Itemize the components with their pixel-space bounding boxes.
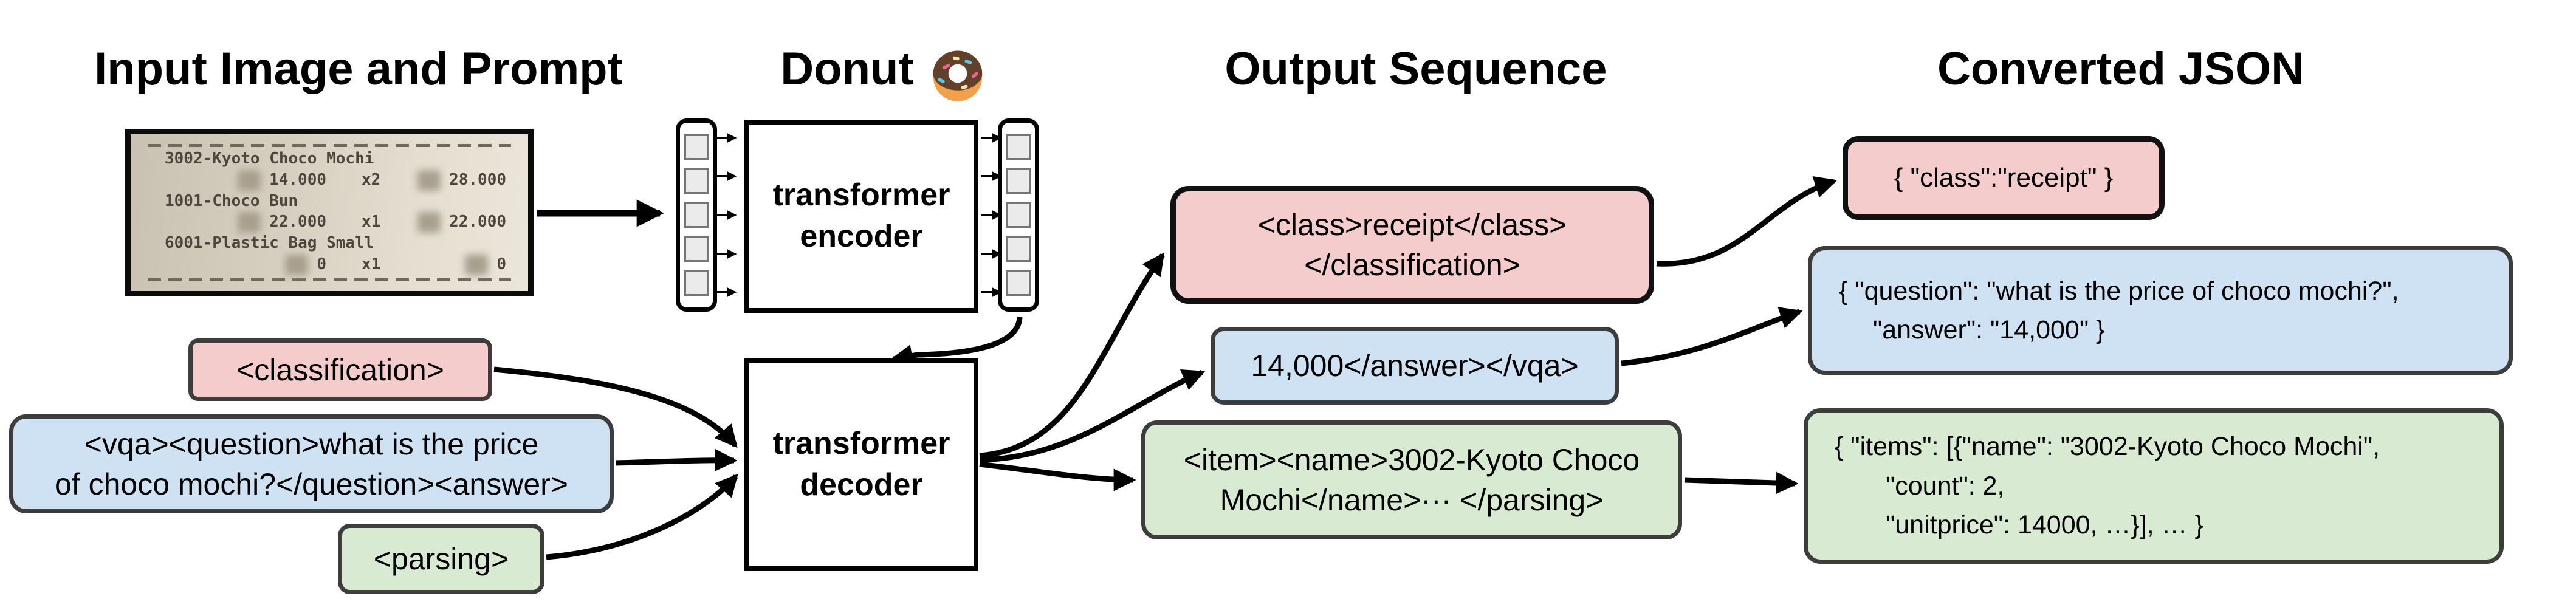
receipt-qty: x1 bbox=[362, 213, 381, 231]
feature-token-square bbox=[1006, 168, 1031, 194]
redaction-blur-icon bbox=[417, 212, 441, 233]
receipt-item-amounts: 0 x1 0 bbox=[144, 255, 515, 276]
decoder-label-line2: decoder bbox=[800, 467, 923, 502]
receipt-unit-price: 0 bbox=[317, 255, 326, 274]
receipt-qty: x2 bbox=[362, 170, 381, 189]
receipt-line-total: 0 bbox=[496, 255, 506, 274]
output-column-title: Output Sequence bbox=[1224, 43, 1607, 95]
redaction-blur-icon bbox=[285, 255, 309, 276]
parsing-output-box: <item><name>3002-Kyoto Choco Mochi</name… bbox=[1141, 420, 1682, 539]
redaction-blur-icon bbox=[465, 255, 489, 276]
arrow-vqa-output-to-json bbox=[1621, 307, 1803, 366]
arrow-parsing-output-to-json bbox=[1684, 471, 1799, 495]
feature-token-square bbox=[1006, 236, 1031, 262]
redaction-blur-icon bbox=[238, 170, 261, 191]
vqa-output-box: 14,000</answer></vqa> bbox=[1211, 327, 1619, 405]
parsing-output-line2: Mochi</name>··· </parsing> bbox=[1220, 483, 1604, 517]
model-title-text: Donut bbox=[780, 43, 914, 95]
feature-token-square bbox=[1006, 202, 1031, 228]
receipt-line-total: 28.000 bbox=[449, 170, 506, 189]
receipt-qty: x1 bbox=[362, 255, 381, 274]
classification-output-line1: <class>receipt</class> bbox=[1257, 208, 1567, 242]
vqa-prompt-box: <vqa><question>what is the price of choc… bbox=[9, 414, 614, 513]
receipt-input-image: 3002-Kyoto Choco Mochi 14.000 x2 28.000 … bbox=[125, 129, 534, 296]
redaction-blur-icon bbox=[238, 212, 261, 233]
vqa-json-line1: { "question": "what is the price of choc… bbox=[1839, 276, 2399, 306]
classification-prompt-box: <classification> bbox=[188, 338, 492, 401]
receipt-item-name: 3002-Kyoto Choco Mochi bbox=[165, 149, 374, 168]
patch-token-square bbox=[684, 236, 709, 262]
receipt-unit-price: 14.000 bbox=[269, 170, 326, 189]
donut-emoji-icon bbox=[933, 50, 983, 101]
vqa-prompt-line2: of choco mochi?</question><answer> bbox=[55, 467, 568, 501]
vqa-prompt-line1: <vqa><question>what is the price bbox=[84, 426, 539, 461]
arrow-classification-output-to-json bbox=[1656, 176, 1838, 267]
vqa-output-text: 14,000</answer></vqa> bbox=[1251, 349, 1579, 383]
receipt-item-name: 1001-Choco Bun bbox=[165, 191, 298, 210]
arrow-classification-prompt-to-decoder bbox=[493, 366, 738, 448]
classification-prompt-text: <classification> bbox=[236, 352, 444, 387]
feature-token-square bbox=[1006, 270, 1031, 296]
classification-output-box: <class>receipt</class> </classification> bbox=[1170, 186, 1654, 304]
parsing-json-line1: { "items": [{"name": "3002-Kyoto Choco M… bbox=[1835, 432, 2380, 462]
parsing-json-line3: "unitprice": 14000, …}], … } bbox=[1886, 510, 2203, 540]
patch-token-square bbox=[684, 168, 709, 194]
parsing-output-line1: <item><name>3002-Kyoto Choco bbox=[1183, 443, 1640, 477]
arrow-decoder-to-parsing-output bbox=[979, 461, 1136, 491]
encoder-label-line2: encoder bbox=[800, 219, 923, 254]
feature-token-column bbox=[998, 118, 1039, 312]
redaction-blur-icon bbox=[417, 170, 441, 191]
transformer-encoder-box: transformer encoder bbox=[744, 120, 978, 313]
transformer-decoder-box: transformer decoder bbox=[744, 358, 978, 571]
receipt-unit-price: 22.000 bbox=[269, 213, 326, 231]
parsing-json-box: { "items": [{"name": "3002-Kyoto Choco M… bbox=[1804, 408, 2504, 564]
decoder-label-line1: transformer bbox=[772, 426, 950, 462]
vqa-json-box: { "question": "what is the price of choc… bbox=[1808, 246, 2513, 375]
patch-token-square bbox=[684, 202, 709, 228]
input-column-title: Input Image and Prompt bbox=[94, 43, 623, 95]
receipt-dashed-line-bottom bbox=[148, 278, 511, 281]
patch-token-column bbox=[676, 118, 717, 312]
arrow-parsing-prompt-to-decoder bbox=[546, 473, 738, 560]
patch-token-square bbox=[684, 270, 709, 296]
receipt-line-total: 22.000 bbox=[449, 213, 506, 231]
arrow-decoder-to-classification-output bbox=[979, 252, 1165, 459]
arrow-encoder-features-to-decoder bbox=[890, 317, 1023, 367]
receipt-item-name: 6001-Plastic Bag Small bbox=[165, 234, 374, 253]
parsing-prompt-text: <parsing> bbox=[373, 542, 509, 576]
arrow-vqa-prompt-to-decoder bbox=[615, 448, 738, 471]
receipt-item-amounts: 14.000 x2 28.000 bbox=[144, 170, 515, 191]
classification-json-text: { "class":"receipt" } bbox=[1894, 162, 2114, 193]
receipt-item-amounts: 22.000 x1 22.000 bbox=[144, 212, 515, 233]
receipt-dashed-line-top bbox=[148, 144, 511, 147]
vqa-json-line2: "answer": "14,000" } bbox=[1873, 315, 2105, 344]
model-column-title: Donut bbox=[717, 41, 1051, 101]
parsing-prompt-box: <parsing> bbox=[338, 524, 544, 594]
arrow-decoder-to-vqa-output bbox=[979, 369, 1206, 463]
parsing-json-line2: "count": 2, bbox=[1886, 471, 2005, 501]
feature-token-square bbox=[1006, 134, 1031, 160]
patch-token-square bbox=[684, 134, 709, 160]
classification-json-box: { "class":"receipt" } bbox=[1843, 136, 2165, 220]
encoder-label-line1: transformer bbox=[772, 177, 950, 213]
json-column-title: Converted JSON bbox=[1937, 43, 2304, 95]
classification-output-line2: </classification> bbox=[1304, 248, 1520, 282]
